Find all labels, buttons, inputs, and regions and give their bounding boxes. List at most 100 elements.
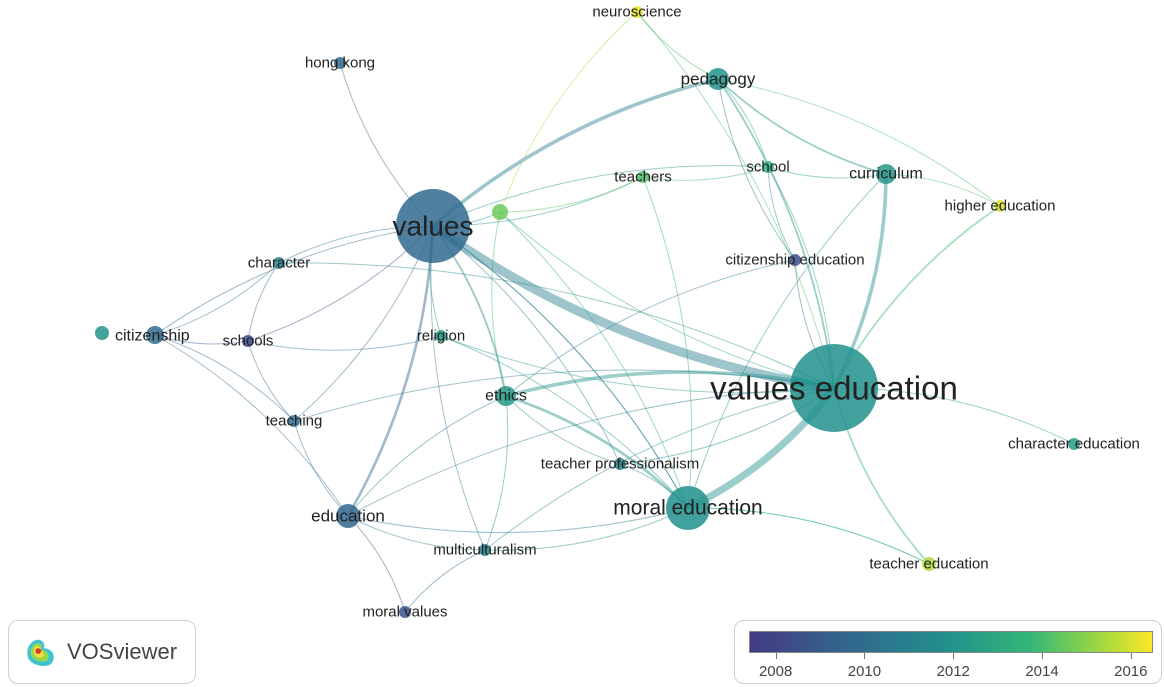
node-values-education[interactable] <box>790 344 878 432</box>
legend-tick <box>1130 653 1132 659</box>
node-education[interactable] <box>336 504 360 528</box>
node-moral-education[interactable] <box>666 486 710 530</box>
node-label-schools: schools <box>223 333 274 350</box>
link-ethics-unlabeled <box>491 211 507 397</box>
node-character-education[interactable] <box>1068 438 1080 450</box>
link-values-pedagogy <box>431 77 719 228</box>
link-citizenship-schools <box>154 334 249 345</box>
link-citizenship_education-pedagogy <box>717 78 796 261</box>
node-label-values-education: values education <box>710 370 958 407</box>
link-moral_education-ethics <box>505 394 689 509</box>
node-schools[interactable] <box>242 335 254 347</box>
node-citizenship[interactable] <box>146 326 164 344</box>
link-character-values_education <box>278 262 835 389</box>
brand-name: VOSviewer <box>67 639 178 664</box>
link-citizenship-character <box>154 262 280 336</box>
links-layer <box>154 11 1075 613</box>
node-higher-education[interactable] <box>994 200 1006 212</box>
node-teacher-professionalism[interactable] <box>614 458 626 470</box>
node-school[interactable] <box>762 161 774 173</box>
link-moral_education-values <box>432 225 689 509</box>
legend-tick-label: 2012 <box>936 663 970 680</box>
color-scale-bar <box>749 631 1153 653</box>
link-religion-moral_education <box>440 335 689 509</box>
node-teacher-education[interactable] <box>922 557 936 571</box>
node-teaching[interactable] <box>288 415 300 427</box>
link-citizenship_education-ethics <box>505 259 796 397</box>
node-moral-values[interactable] <box>399 606 411 618</box>
link-values-citizenship <box>154 225 434 336</box>
link-moral_education-teacher_education <box>687 507 930 565</box>
link-teachers-unlabeled <box>499 176 644 213</box>
link-values-school <box>432 165 769 227</box>
link-unlabeled-moral_education <box>499 211 689 509</box>
link-schools-teaching <box>247 340 295 422</box>
node-unlabeled[interactable] <box>492 204 508 220</box>
link-neuroscience-values_education <box>636 11 835 389</box>
node-label-moral-values: moral values <box>362 604 447 621</box>
link-curriculum-moral_education <box>687 173 887 509</box>
node-label-character-education: character education <box>1008 436 1140 453</box>
link-education-values_education <box>347 387 835 517</box>
node-character[interactable] <box>273 257 285 269</box>
node-religion[interactable] <box>435 330 447 342</box>
link-teachers-school <box>642 166 769 181</box>
legend-tick <box>864 653 866 659</box>
vosviewer-logo-icon <box>27 639 54 667</box>
link-multiculturalism-moral_education <box>484 507 689 551</box>
node-ethics[interactable] <box>496 386 516 406</box>
link-religion-values_education <box>440 335 835 394</box>
node-label-teaching: teaching <box>266 413 323 430</box>
node-neuroscience[interactable] <box>631 6 643 18</box>
link-teacher_education-moral_education <box>687 507 930 565</box>
link-schools-religion <box>247 335 442 351</box>
link-ethics-multiculturalism <box>484 395 509 551</box>
node-label-moral-education: moral education <box>613 497 762 520</box>
node-label-school: school <box>746 159 789 176</box>
legend-tick-label: 2010 <box>847 663 882 680</box>
labels-layer: values education values moral education ped… <box>115 4 1140 621</box>
link-pedagogy-higher_education <box>717 78 1001 207</box>
link-citizenship-teaching <box>154 334 295 422</box>
link-education-moral_values <box>347 515 406 613</box>
node-label-teacher-education: teacher education <box>869 556 988 573</box>
node-hong-kong[interactable] <box>334 57 346 69</box>
node-label-values: values <box>393 211 474 242</box>
node-teachers[interactable] <box>637 171 649 183</box>
link-pedagogy-curriculum <box>717 78 887 175</box>
link-schools-character <box>247 262 280 342</box>
node-pedagogy[interactable] <box>707 68 729 90</box>
link-citizenship_education-school <box>767 166 796 261</box>
node-values[interactable] <box>396 189 470 263</box>
link-school-pedagogy <box>717 78 769 168</box>
node-multiculturalism[interactable] <box>479 544 491 556</box>
legend-tick-label: 2014 <box>1025 663 1059 680</box>
link-teaching-education <box>293 420 349 517</box>
legend-tick-label: 2016 <box>1114 663 1148 680</box>
node-citizenship-education[interactable] <box>789 254 801 266</box>
legend-tick <box>953 653 955 659</box>
link-values-moral_education <box>432 225 689 509</box>
node-label-multiculturalism: multiculturalism <box>433 542 536 559</box>
link-education-moral_education <box>347 507 689 534</box>
link-values-education <box>346 225 435 517</box>
link-education-multiculturalism <box>347 515 486 551</box>
node-label-education: education <box>311 507 385 526</box>
link-multiculturalism-values_education <box>484 387 835 551</box>
link-curriculum-higher_education <box>885 173 1001 207</box>
link-multiculturalism-moral_values <box>404 549 486 613</box>
node-label-citizenship: citizenship <box>115 328 190 345</box>
link-neuroscience-unlabeled <box>499 11 638 213</box>
node-isolated[interactable] <box>95 326 109 340</box>
vosviewer-logo[interactable]: VOSviewer <box>8 620 196 684</box>
node-label-ethics: ethics <box>485 388 527 405</box>
link-teaching-values_education <box>293 369 835 422</box>
node-label-character: character <box>248 255 311 272</box>
legend-tick <box>1042 653 1043 659</box>
node-label-pedagogy: pedagogy <box>681 70 756 89</box>
node-curriculum[interactable] <box>876 164 896 184</box>
legend-tick <box>775 653 777 659</box>
node-label-hong-kong: hong kong <box>305 55 375 72</box>
